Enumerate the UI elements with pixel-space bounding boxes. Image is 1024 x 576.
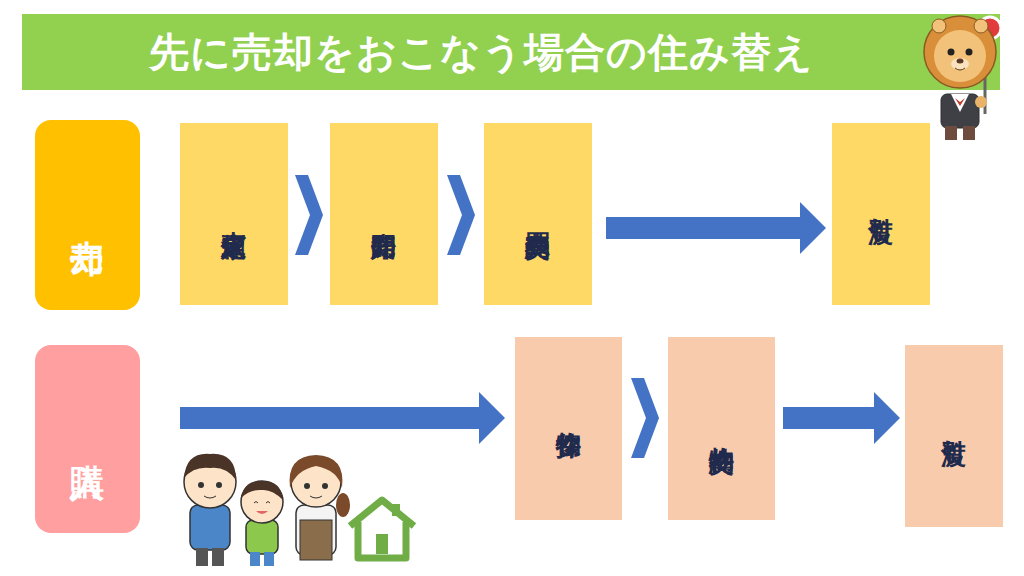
block-arrow bbox=[783, 392, 900, 444]
step-label: 査定依頼 bbox=[218, 212, 251, 216]
step-label: 引渡し bbox=[865, 198, 898, 230]
lane-title: 売却 bbox=[65, 213, 111, 217]
process-box: 売買契約 bbox=[484, 123, 592, 305]
chevron-arrow bbox=[631, 378, 659, 458]
process-box: 引渡し bbox=[905, 345, 1003, 527]
step-label: 売却開始 bbox=[368, 212, 401, 216]
diagram-title: 先に売却をおこなう場合の住み替え bbox=[149, 25, 874, 80]
process-box: 売却開始 bbox=[330, 123, 438, 305]
family-illustration bbox=[184, 454, 350, 566]
lane-label: 購入 bbox=[35, 345, 140, 533]
lane-title: 購入 bbox=[65, 437, 111, 441]
process-box: 物件探し bbox=[515, 337, 622, 520]
block-arrow bbox=[606, 202, 826, 254]
step-label: 売買契約 bbox=[522, 212, 555, 216]
step-label: 物件探し bbox=[552, 412, 585, 445]
house-icon bbox=[350, 500, 414, 558]
process-box: 引渡し bbox=[832, 123, 930, 305]
step-label: 物件契約 bbox=[705, 427, 738, 431]
title-band: 先に売却をおこなう場合の住み替え bbox=[22, 14, 1000, 90]
step-label: 引渡し bbox=[938, 420, 971, 452]
chevron-arrow bbox=[447, 175, 475, 255]
lane-label: 売却 bbox=[35, 120, 140, 310]
chevron-arrow bbox=[295, 175, 323, 255]
process-box: 査定依頼 bbox=[180, 123, 288, 305]
block-arrow bbox=[180, 392, 505, 444]
lion-mascot bbox=[915, 2, 1005, 142]
process-box: 物件契約 bbox=[668, 337, 775, 520]
